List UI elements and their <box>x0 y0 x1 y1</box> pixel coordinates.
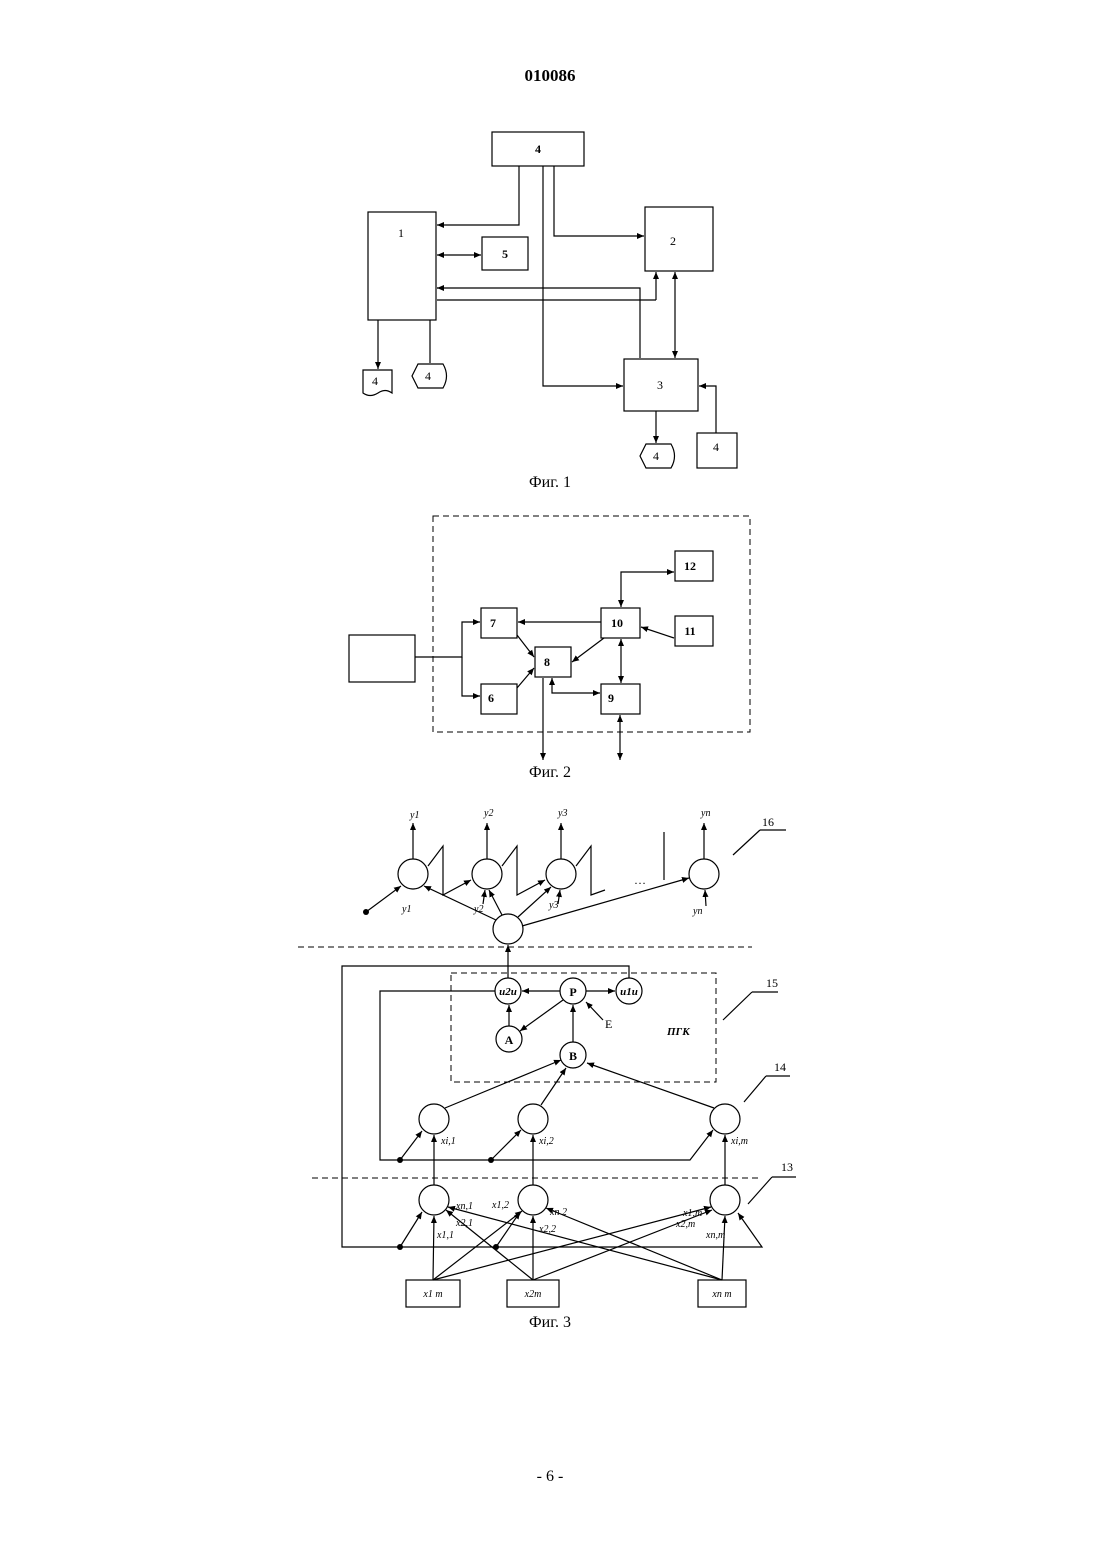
fig2-block-11-label: 11 <box>684 624 695 638</box>
fig1-display-4-bottom-label: 4 <box>653 449 659 463</box>
fig3-label-16: 16 <box>762 815 774 829</box>
fig3-mid-input-1: xi,1 <box>440 1136 456 1147</box>
fig1-block-4-right-label: 4 <box>713 440 719 454</box>
fig1-caption: Фиг. 1 <box>529 474 571 491</box>
fig3-output-y2: y2 <box>483 808 493 819</box>
fig3-output-neuron-n <box>689 859 719 889</box>
fig2-caption: Фиг. 2 <box>529 764 571 781</box>
fig3-input-E: E <box>605 1017 612 1031</box>
fig3-input-neuron-m <box>710 1185 740 1215</box>
fig3-hidden-neuron-1 <box>419 1104 449 1134</box>
fig3-output-y1: y1 <box>409 810 419 821</box>
fig2-block-7 <box>481 608 517 638</box>
fig2-block-9 <box>601 684 640 714</box>
fig3-input-yn: yn <box>692 906 702 917</box>
fig1-block-2 <box>645 207 713 271</box>
fig3-neuron-2-label: и2и <box>499 986 517 998</box>
fig3-hidden-neuron-2 <box>518 1104 548 1134</box>
fig3-mid-input-2: xi,2 <box>538 1136 554 1147</box>
fig1-block-5-label: 5 <box>502 247 508 261</box>
fig3-output-neuron-3 <box>546 859 576 889</box>
fig3-mid-input-m: xi,m <box>730 1136 748 1147</box>
fig3-ellipsis: … <box>634 873 646 887</box>
fig3-summing-neuron <box>493 914 523 944</box>
fig3-label-13: 13 <box>781 1160 793 1174</box>
fig3-input-box-1-label: x1 m <box>422 1289 442 1300</box>
fig3-low-input-x2m: x2,m <box>675 1219 695 1230</box>
fig3-output-neuron-1 <box>398 859 428 889</box>
page-number: - 6 - <box>0 1468 1100 1486</box>
fig3-input-neuron-2 <box>518 1185 548 1215</box>
fig3-input-box-n-label: xn m <box>711 1289 731 1300</box>
fig1-block-3-label: 3 <box>657 378 663 392</box>
fig3-output-y3: y3 <box>557 808 567 819</box>
fig3-low-input-x1m: x1,m <box>682 1208 702 1219</box>
fig3-label-15: 15 <box>766 976 778 990</box>
fig1-document-4-label: 4 <box>372 374 378 388</box>
fig2-block-8 <box>535 647 571 677</box>
fig1-block-1-label: 1 <box>398 226 404 240</box>
fig3-output-neuron-2 <box>472 859 502 889</box>
figure-3: y1 y2 y3 yn … y1 y2 y3 yn 16 и2и P и1 <box>298 808 796 1331</box>
fig3-input-y3: y3 <box>548 900 558 911</box>
fig3-low-input-xn2: xn 2 <box>549 1207 567 1218</box>
fig3-neuron-P-label: P <box>569 985 576 999</box>
fig2-block-8-label: 8 <box>544 655 550 669</box>
fig2-block-7-label: 7 <box>490 616 496 630</box>
fig3-hidden-neuron-m <box>710 1104 740 1134</box>
fig3-low-input-x11: x1,1 <box>436 1230 454 1241</box>
fig2-block-6 <box>481 684 517 714</box>
fig3-pgk-label: ПГК <box>666 1026 690 1038</box>
fig3-low-input-x21: x2,1 <box>455 1218 473 1229</box>
fig3-output-yn: yn <box>700 808 710 819</box>
fig1-display-4-left-label: 4 <box>425 369 431 383</box>
fig2-block-12-label: 12 <box>684 559 696 573</box>
fig3-input-box-2-label: x2m <box>524 1289 542 1300</box>
fig3-low-input-xnm: xn,m <box>705 1230 725 1241</box>
fig3-neuron-A-label: A <box>505 1033 514 1047</box>
fig2-external-block <box>349 635 415 682</box>
fig1-block-4-top-label: 4 <box>535 142 541 156</box>
fig3-input-y1: y1 <box>401 904 411 915</box>
fig3-neuron-1-label: и1и <box>620 986 638 998</box>
fig3-low-input-xn1: xn,1 <box>455 1201 473 1212</box>
fig3-neuron-B-label: B <box>569 1049 577 1063</box>
fig3-label-14: 14 <box>774 1060 786 1074</box>
figure-1: 4 1 5 2 3 4 4 4 4 Фиг. 1 <box>363 132 737 491</box>
figure-2: 7 6 8 10 9 12 11 Фиг. 2 <box>349 516 750 781</box>
fig3-caption: Фиг. 3 <box>529 1314 571 1331</box>
fig2-block-10-label: 10 <box>611 616 623 630</box>
fig2-block-6-label: 6 <box>488 691 494 705</box>
fig1-block-2-label: 2 <box>670 234 676 248</box>
fig2-block-9-label: 9 <box>608 691 614 705</box>
fig3-input-neuron-1 <box>419 1185 449 1215</box>
fig3-low-input-x22: x2,2 <box>538 1224 556 1235</box>
fig3-low-input-x12: x1,2 <box>491 1200 509 1211</box>
